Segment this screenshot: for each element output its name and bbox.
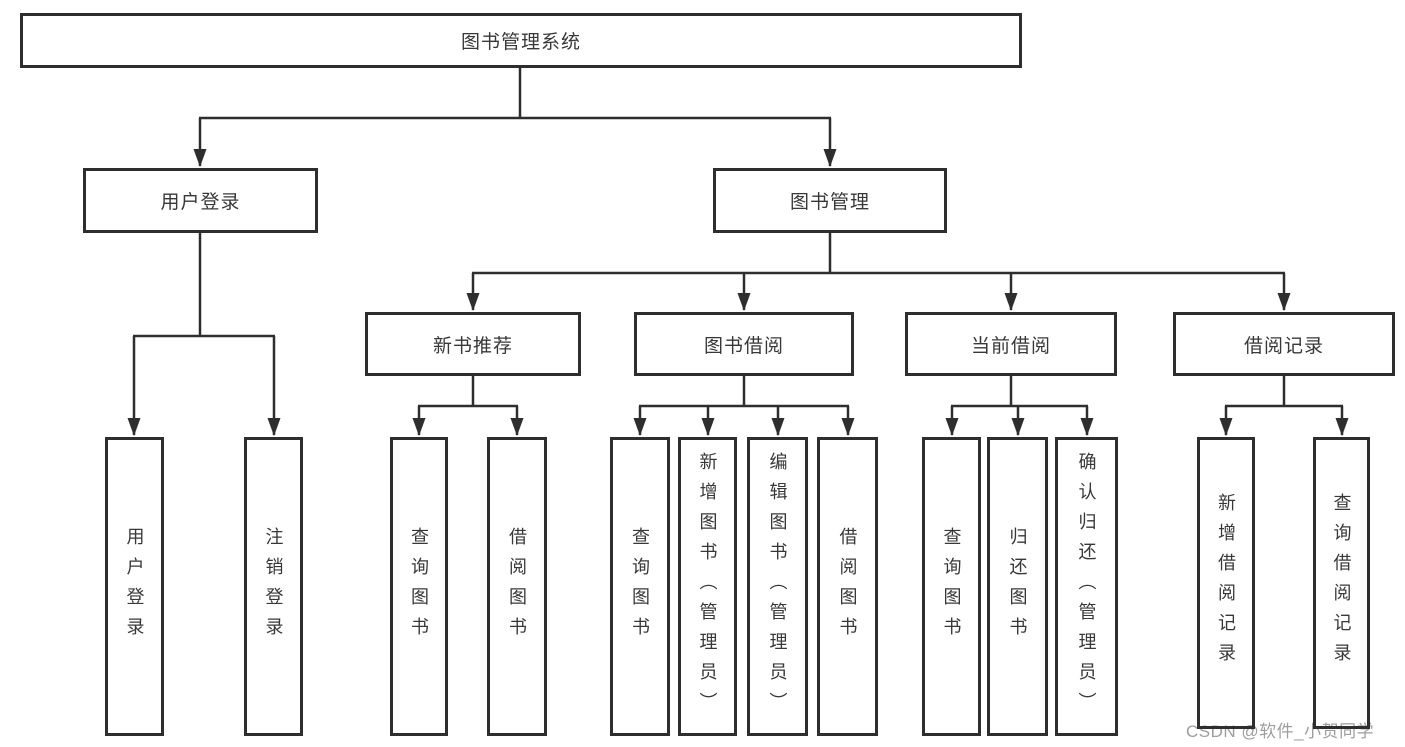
leaf-user-login: 用户登录 xyxy=(105,437,164,736)
connector-book-management-sections xyxy=(466,233,1291,311)
leaf-borrow-query-books-label: 查询图书 xyxy=(630,526,650,647)
leaf-current-confirm-return-admin: 确认归还（管理员） xyxy=(1055,437,1118,736)
leaf-logout-label: 注销登录 xyxy=(263,526,284,647)
node-new-book-recommend: 新书推荐 xyxy=(365,312,581,376)
leaf-current-return-books-label: 归还图书 xyxy=(1007,526,1028,647)
leaf-current-return-books: 归还图书 xyxy=(987,437,1048,736)
connector-root-to-level2 xyxy=(193,68,837,167)
leaf-records-add-record: 新增借阅记录 xyxy=(1197,437,1255,729)
leaf-borrow-edit-books-admin: 编辑图书（管理员） xyxy=(747,437,808,736)
leaf-borrow-edit-books-admin-label: 编辑图书（管理员） xyxy=(767,451,788,722)
leaf-user-login-label: 用户登录 xyxy=(124,526,145,647)
node-book-borrow-label: 图书借阅 xyxy=(703,335,784,357)
leaf-rec-query-books: 查询图书 xyxy=(390,437,448,736)
node-current-borrow-label: 当前借阅 xyxy=(970,335,1051,357)
node-new-book-recommend-label: 新书推荐 xyxy=(432,335,513,357)
node-library-system: 图书管理系统 xyxy=(20,13,1022,68)
csdn-watermark: CSDN @软件_小贺同学 xyxy=(1186,722,1375,741)
leaf-records-add-record-label: 新增借阅记录 xyxy=(1216,493,1236,673)
node-book-management-label: 图书管理 xyxy=(789,192,870,213)
leaf-records-query-record-label: 查询借阅记录 xyxy=(1331,493,1352,673)
leaf-rec-borrow-books-label: 借阅图书 xyxy=(507,526,527,647)
leaf-rec-query-books-label: 查询图书 xyxy=(409,526,429,647)
leaf-current-query-books: 查询图书 xyxy=(922,437,981,736)
connector-user-login-children xyxy=(127,233,281,436)
node-book-borrow: 图书借阅 xyxy=(634,312,854,376)
leaf-records-query-record: 查询借阅记录 xyxy=(1313,437,1370,729)
leaf-borrow-borrow-books-label: 借阅图书 xyxy=(837,526,858,647)
connector-current-borrow-children xyxy=(945,376,1094,436)
leaf-rec-borrow-books: 借阅图书 xyxy=(487,437,547,736)
leaf-borrow-add-books-admin-label: 新增图书（管理员） xyxy=(697,451,718,722)
node-borrow-records-label: 借阅记录 xyxy=(1243,335,1324,357)
leaf-current-query-books-label: 查询图书 xyxy=(941,526,962,647)
node-user-login-label: 用户登录 xyxy=(160,192,241,213)
leaf-borrow-borrow-books: 借阅图书 xyxy=(817,437,878,736)
leaf-borrow-query-books: 查询图书 xyxy=(610,437,670,736)
node-user-login: 用户登录 xyxy=(83,168,318,233)
connector-book-borrow-children xyxy=(633,376,855,436)
node-book-management: 图书管理 xyxy=(713,168,947,233)
leaf-logout: 注销登录 xyxy=(244,437,303,736)
node-library-system-label: 图书管理系统 xyxy=(460,32,581,53)
leaf-current-confirm-return-admin-label: 确认归还（管理员） xyxy=(1076,451,1097,722)
node-borrow-records: 借阅记录 xyxy=(1173,312,1395,376)
leaf-borrow-add-books-admin: 新增图书（管理员） xyxy=(678,437,737,736)
connector-borrow-records-children xyxy=(1219,376,1349,436)
node-current-borrow: 当前借阅 xyxy=(905,312,1117,376)
connector-new-book-recommend-children xyxy=(412,376,524,436)
